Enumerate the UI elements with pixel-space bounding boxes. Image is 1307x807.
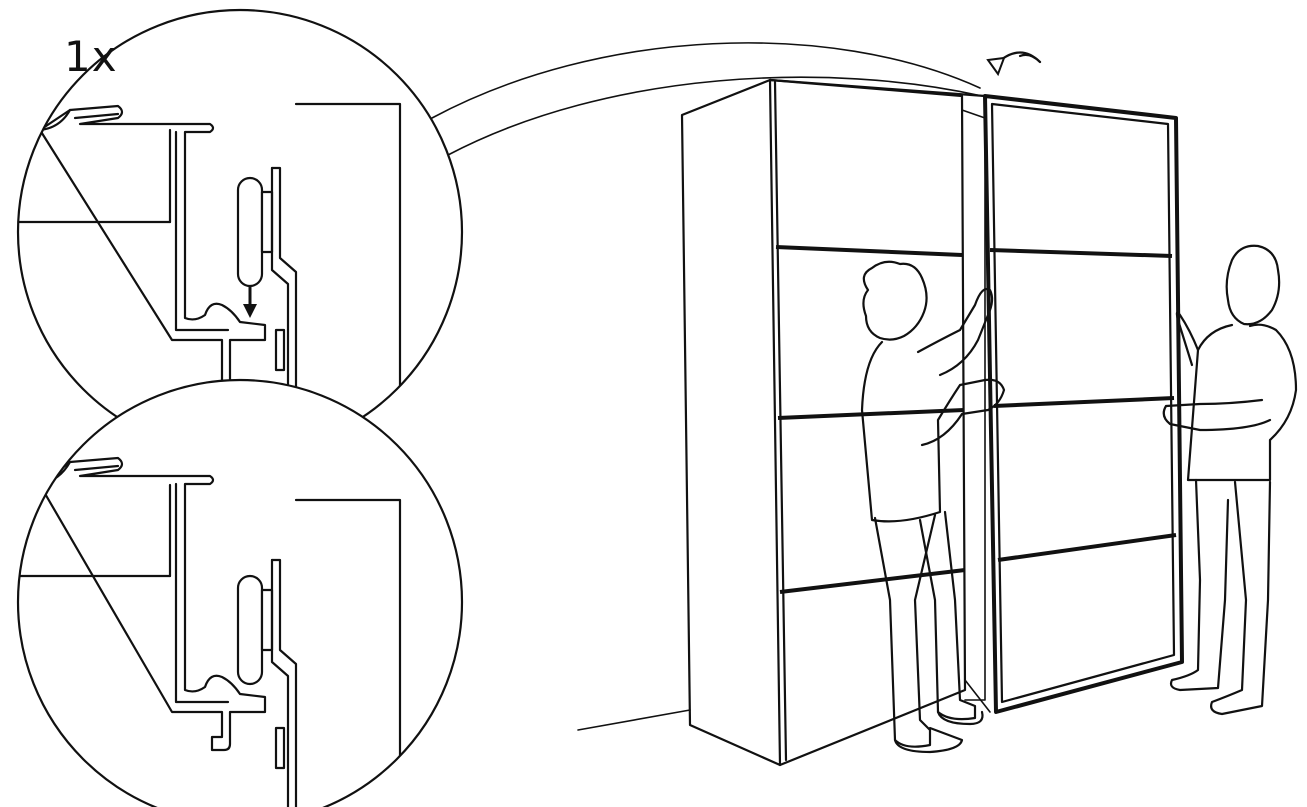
rotate-arrow-icon [986, 51, 1042, 77]
detail-circle-before [16, 8, 464, 456]
detail-circle-after [16, 378, 464, 807]
person-left [860, 260, 1006, 754]
arrow-down-icon [243, 286, 257, 318]
quantity-label: 1x [64, 32, 118, 81]
person-right [1162, 244, 1298, 716]
back-door [768, 78, 967, 767]
front-door [983, 94, 1184, 714]
wardrobe [577, 51, 1184, 767]
detail-leader-lines [431, 42, 983, 156]
